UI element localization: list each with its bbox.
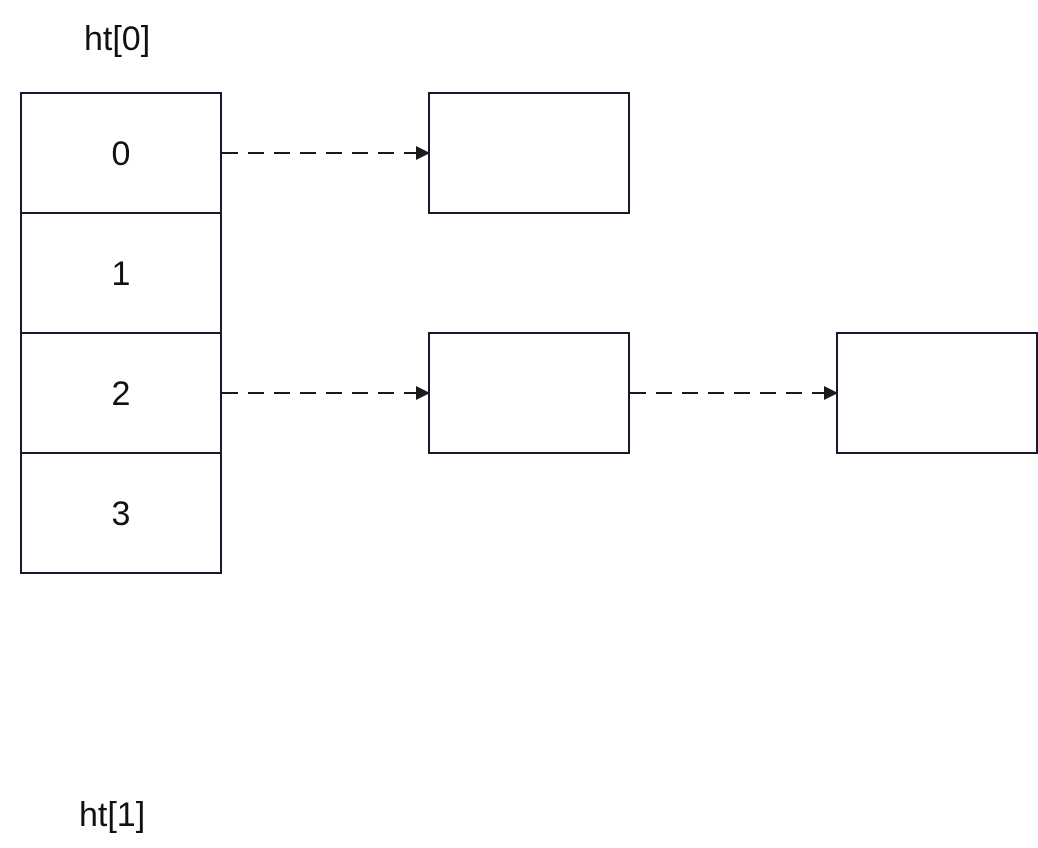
- bucket-index-3: 3: [112, 495, 131, 533]
- arrowhead-icon: [416, 386, 430, 400]
- entry-node-bucket0: [428, 92, 630, 214]
- bucket-index-0: 0: [112, 135, 131, 173]
- bucket-cell-3: [20, 452, 222, 574]
- pointer-bucket2-to-node: [222, 386, 430, 400]
- entry-node-bucket2-second: [836, 332, 1038, 454]
- bucket-index-1: 1: [112, 255, 131, 293]
- bucket-array: 0 1 2 3: [20, 92, 222, 574]
- bucket-index-2: 2: [112, 375, 131, 413]
- bucket-cell-1: [20, 212, 222, 334]
- arrowhead-icon: [416, 146, 430, 160]
- pointer-node-to-next-node: [630, 386, 838, 400]
- pointer-bucket0-to-node: [222, 146, 430, 160]
- entry-node-bucket2-first: [428, 332, 630, 454]
- bucket-cell-0: [20, 92, 222, 214]
- table-label-ht1: ht[1]: [79, 796, 145, 834]
- arrowhead-icon: [824, 386, 838, 400]
- bucket-cell-2: [20, 332, 222, 454]
- table-label-ht0: ht[0]: [84, 20, 150, 58]
